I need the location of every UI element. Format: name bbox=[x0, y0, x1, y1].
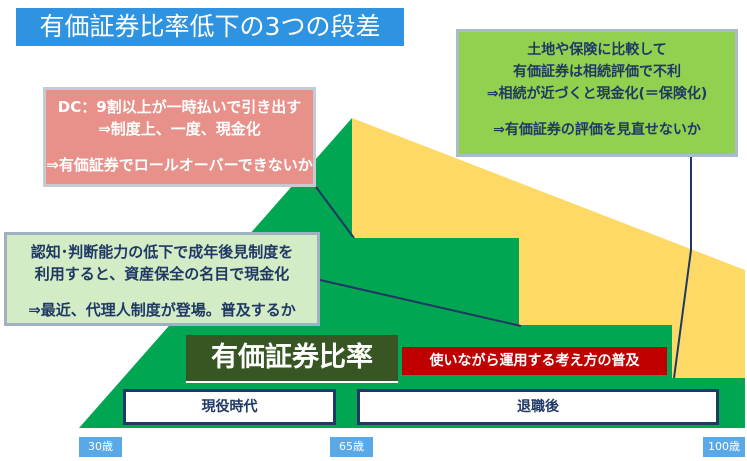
callout-guardianship: 認知･判断能力の低下で成年後見制度を 利用すると、資産保全の名目で現金化 ⇒最近… bbox=[4, 232, 320, 326]
connector-land bbox=[673, 157, 692, 379]
callout-inheritance-line-3: ⇒相続が近づくと現金化(＝保険化) bbox=[486, 86, 708, 102]
age-marker-30: 30歳 bbox=[79, 437, 122, 457]
phase-retirement: 退職後 bbox=[357, 389, 719, 425]
callout-dc: DC：9割以上が一時払いで引き出す ⇒制度上、一度、現金化 ⇒有価証券でロールオ… bbox=[43, 87, 316, 187]
callout-inheritance-line-4: ⇒有価証券の評価を見直せないか bbox=[493, 122, 701, 138]
callout-inheritance: 土地や保険に比較して 有価証券は相続評価で不利 ⇒相続が近づくと現金化(＝保険化… bbox=[456, 29, 738, 157]
phase-active-career: 現役時代 bbox=[123, 389, 336, 425]
callout-guardianship-line-1: 認知･判断能力の低下で成年後見制度を bbox=[30, 243, 294, 261]
connector-court bbox=[319, 279, 522, 327]
connector-dc bbox=[315, 186, 355, 239]
securities-ratio-label: 有価証券比率 bbox=[186, 335, 398, 383]
callout-inheritance-line-2: 有価証券は相続評価で不利 bbox=[513, 64, 681, 80]
callout-inheritance-line-1: 土地や保険に比較して bbox=[527, 42, 667, 58]
callout-dc-line-3: ⇒有価証券でロールオーバーできないか bbox=[46, 156, 313, 174]
callout-dc-line-1: DC：9割以上が一時払いで引き出す bbox=[57, 98, 302, 116]
callout-dc-line-2: ⇒制度上、一度、現金化 bbox=[98, 120, 261, 138]
age-marker-65: 65歳 bbox=[330, 437, 373, 457]
page-title: 有価証券比率低下の3つの段差 bbox=[16, 8, 404, 46]
age-marker-100: 100歳 bbox=[703, 437, 745, 457]
usage-investment-label: 使いながら運用する考え方の普及 bbox=[402, 347, 667, 375]
callout-guardianship-line-2: 利用すると、資産保全の名目で現金化 bbox=[34, 265, 290, 283]
callout-guardianship-line-3: ⇒最近、代理人制度が登場。普及するか bbox=[28, 301, 296, 319]
